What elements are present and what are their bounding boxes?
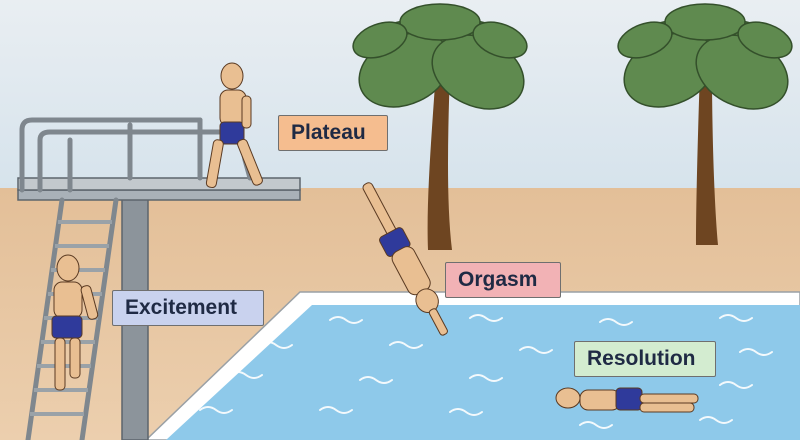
diving-person (362, 182, 448, 336)
palm-tree-right (617, 3, 793, 245)
climbing-person (51, 254, 99, 391)
label-plateau: Plateau (278, 115, 388, 151)
walking-person (205, 62, 263, 189)
label-resolution: Resolution (574, 341, 716, 377)
label-excitement: Excitement (112, 290, 264, 326)
palm-tree-left (352, 3, 528, 250)
diving-platform (17, 117, 301, 440)
floating-person (555, 387, 699, 413)
label-orgasm: Orgasm (445, 262, 561, 298)
